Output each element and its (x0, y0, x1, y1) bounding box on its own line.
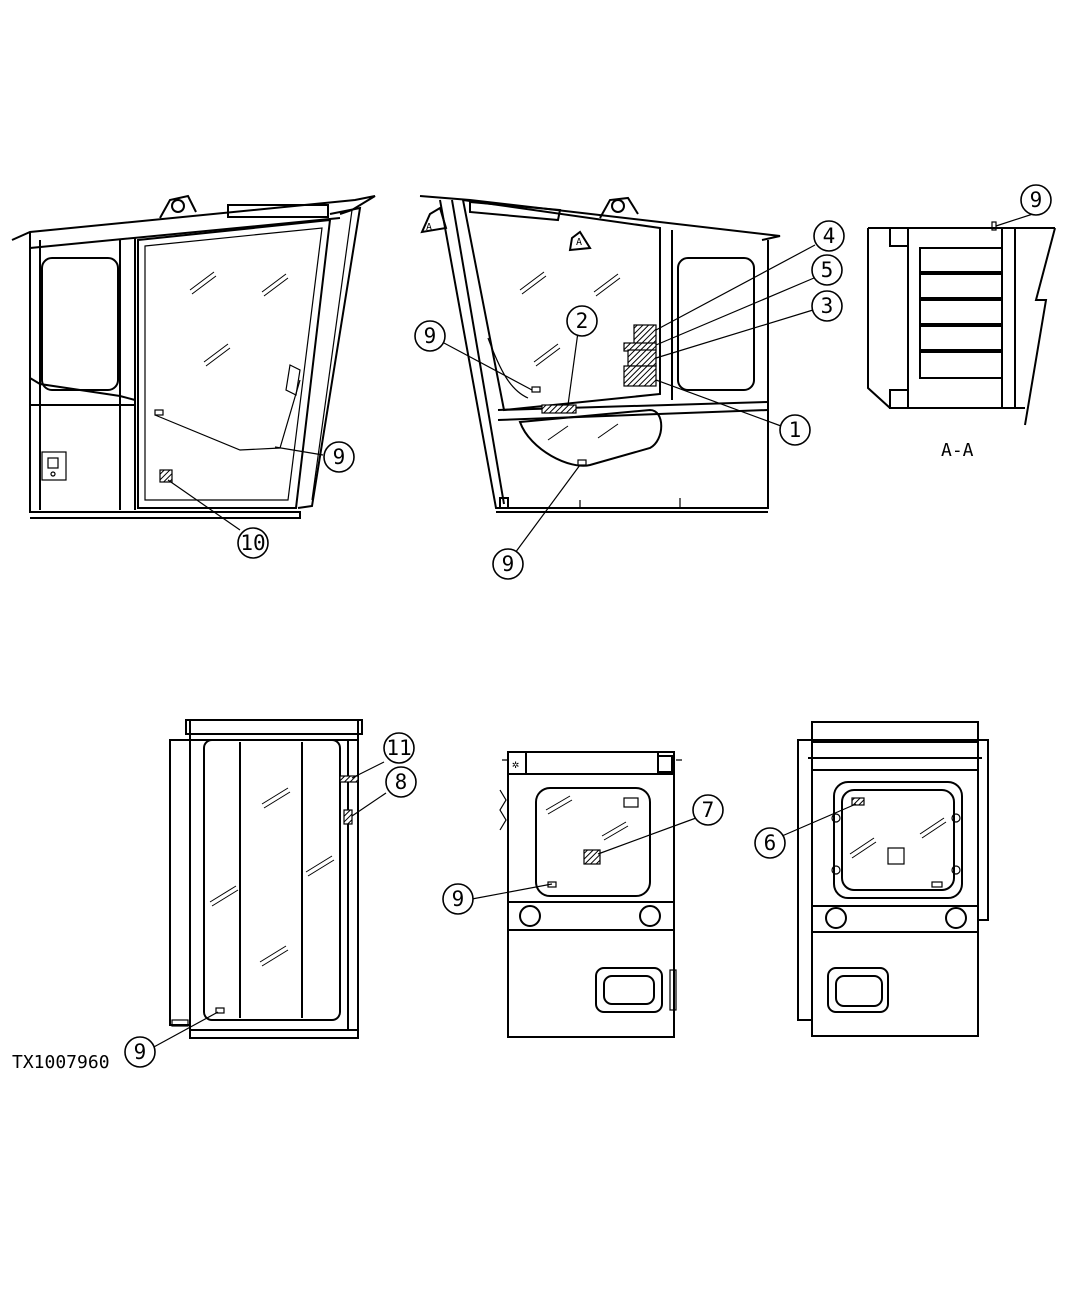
callout-9-right-view-lower: 9 (492, 548, 524, 580)
callout-9-front-view: 9 (124, 1036, 156, 1068)
callout-9-label: 9 (1030, 188, 1043, 212)
callout-2-label: 2 (576, 309, 589, 333)
cab-right-side-view (419, 195, 816, 554)
callout-1-label: 1 (789, 418, 802, 442)
callout-9-label: 9 (424, 324, 437, 348)
cab-left-side-view (11, 194, 376, 531)
callout-9-label: 9 (502, 552, 515, 576)
cab-rear-view: ✲ (471, 751, 697, 1038)
callout-11: 11 (383, 732, 415, 764)
callout-10-label: 10 (240, 531, 265, 555)
callout-5-label: 5 (821, 258, 834, 282)
callout-11-label: 11 (386, 736, 411, 760)
callout-4: 4 (813, 220, 845, 252)
callout-2: 2 (566, 305, 598, 337)
callout-9-rear-view: 9 (442, 883, 474, 915)
callout-4-label: 4 (823, 224, 836, 248)
callout-9-section-view: 9 (1020, 184, 1052, 216)
section-marker-left-label: A (426, 222, 432, 233)
section-marker-left: A (426, 222, 432, 233)
section-label: A-A (941, 440, 974, 461)
drawing-id: TX1007960 (12, 1052, 110, 1073)
cab-rear-alt-view (781, 721, 989, 1037)
callout-9-label: 9 (134, 1040, 147, 1064)
section-marker-right: A (576, 237, 582, 248)
callout-3-label: 3 (821, 294, 834, 318)
callout-8: 8 (385, 766, 417, 798)
callout-10: 10 (237, 527, 269, 559)
svg-text:✲: ✲ (512, 757, 519, 771)
callout-6-label: 6 (764, 831, 777, 855)
section-marker-right-label: A (576, 237, 582, 248)
callout-3: 3 (811, 290, 843, 322)
callout-8-label: 8 (395, 770, 408, 794)
callout-1: 1 (779, 414, 811, 446)
callout-9-label: 9 (333, 445, 346, 469)
callout-7-label: 7 (702, 798, 715, 822)
cab-front-view (151, 719, 387, 1049)
callout-9-left-view: 9 (323, 441, 355, 473)
callout-7: 7 (692, 794, 724, 826)
callout-9-right-view-window: 9 (414, 320, 446, 352)
callout-5: 5 (811, 254, 843, 286)
callout-6: 6 (754, 827, 786, 859)
callout-9-label: 9 (452, 887, 465, 911)
section-a-a-view (867, 212, 1056, 426)
